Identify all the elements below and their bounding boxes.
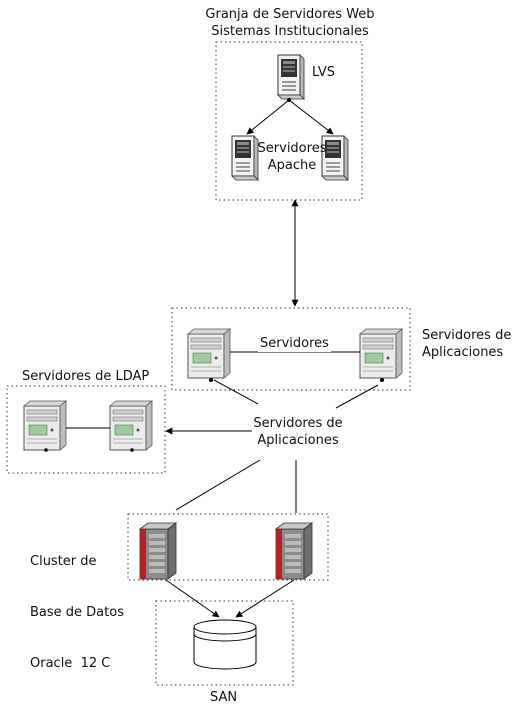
web-farm-group <box>215 41 363 201</box>
center-to-db1-line <box>175 459 261 511</box>
ldap-group <box>6 385 166 474</box>
db-cluster-label: Cluster de Base de Datos Oracle 12 C <box>30 519 124 689</box>
lvs-label: LVS <box>312 65 335 80</box>
app-servers-group <box>171 307 411 391</box>
db2-to-san-arrow <box>235 579 295 618</box>
lvs-to-apache-2-arrow <box>288 99 334 135</box>
db1-to-san-arrow <box>165 579 220 618</box>
web-farm-title-line2: Sistemas Institucionales <box>211 24 369 39</box>
apache-label-line2: Apache <box>267 158 317 173</box>
app-servers-side-label: Servidores de Aplicaciones <box>422 327 511 361</box>
ldap-server-1-icon <box>23 400 67 451</box>
app-servers-side-label-line2: Aplicaciones <box>422 345 504 360</box>
app-server-2-icon <box>359 328 403 379</box>
storage-cylinder-icon <box>193 619 257 670</box>
app-servers-center-label: Servidores de Aplicaciones <box>248 415 348 449</box>
web-farm-title-line1: Granja de Servidores Web <box>205 7 375 22</box>
app1-to-center-line <box>213 379 259 405</box>
app-servers-center-label-line2: Aplicaciones <box>257 433 339 448</box>
apache-label-line1: Servidores <box>257 141 327 156</box>
app2-to-center-line <box>335 384 379 409</box>
apache-label: Servidores Apache <box>252 140 332 174</box>
db-cluster-label-line3: Oracle 12 C <box>30 656 111 671</box>
lvs-server-icon <box>277 54 305 100</box>
db-cluster-label-line2: Base de Datos <box>30 605 124 620</box>
db-cluster-label-line1: Cluster de <box>30 554 97 569</box>
oracle-server-2-icon <box>275 522 313 580</box>
san-label: SAN <box>210 690 238 705</box>
ldap-server-2-icon <box>109 400 153 451</box>
oracle-server-1-icon <box>139 522 177 580</box>
app-servers-inner-label: Servidores <box>258 335 331 352</box>
app-server-1-icon <box>187 328 231 379</box>
lvs-to-apache-1-arrow <box>246 99 290 135</box>
app-servers-center-label-line1: Servidores de <box>253 416 343 431</box>
app-servers-side-label-line1: Servidores de <box>422 328 512 343</box>
san-group <box>155 600 294 686</box>
web-farm-title: Granja de Servidores Web Sistemas Instit… <box>200 6 380 40</box>
ldap-title: Servidores de LDAP <box>22 369 150 384</box>
db-cluster-group <box>127 513 329 581</box>
